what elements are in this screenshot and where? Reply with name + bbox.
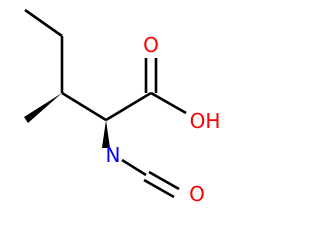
atom-isocyanate-oxygen: O: [189, 182, 205, 206]
bond-isocyanate-co-b: [143, 178, 175, 199]
bond-isocyanate-co-a: [148, 170, 180, 191]
bond-carboxyl-oh: [150, 91, 187, 115]
wedge-bond-methyl: [24, 93, 62, 123]
bond-n-c: [121, 158, 147, 177]
atom-hydroxyl: OH: [190, 109, 221, 133]
atom-nitrogen: N: [106, 143, 121, 167]
bond-c3-c2: [61, 91, 107, 122]
molecule-structure: O OH N O: [24, 8, 221, 206]
wedge-bond-nitrogen: [102, 120, 110, 148]
bond-ethyl-terminal: [24, 8, 63, 38]
bond-c2-carboxyl: [105, 91, 152, 122]
atom-carbonyl-oxygen: O: [143, 33, 159, 57]
